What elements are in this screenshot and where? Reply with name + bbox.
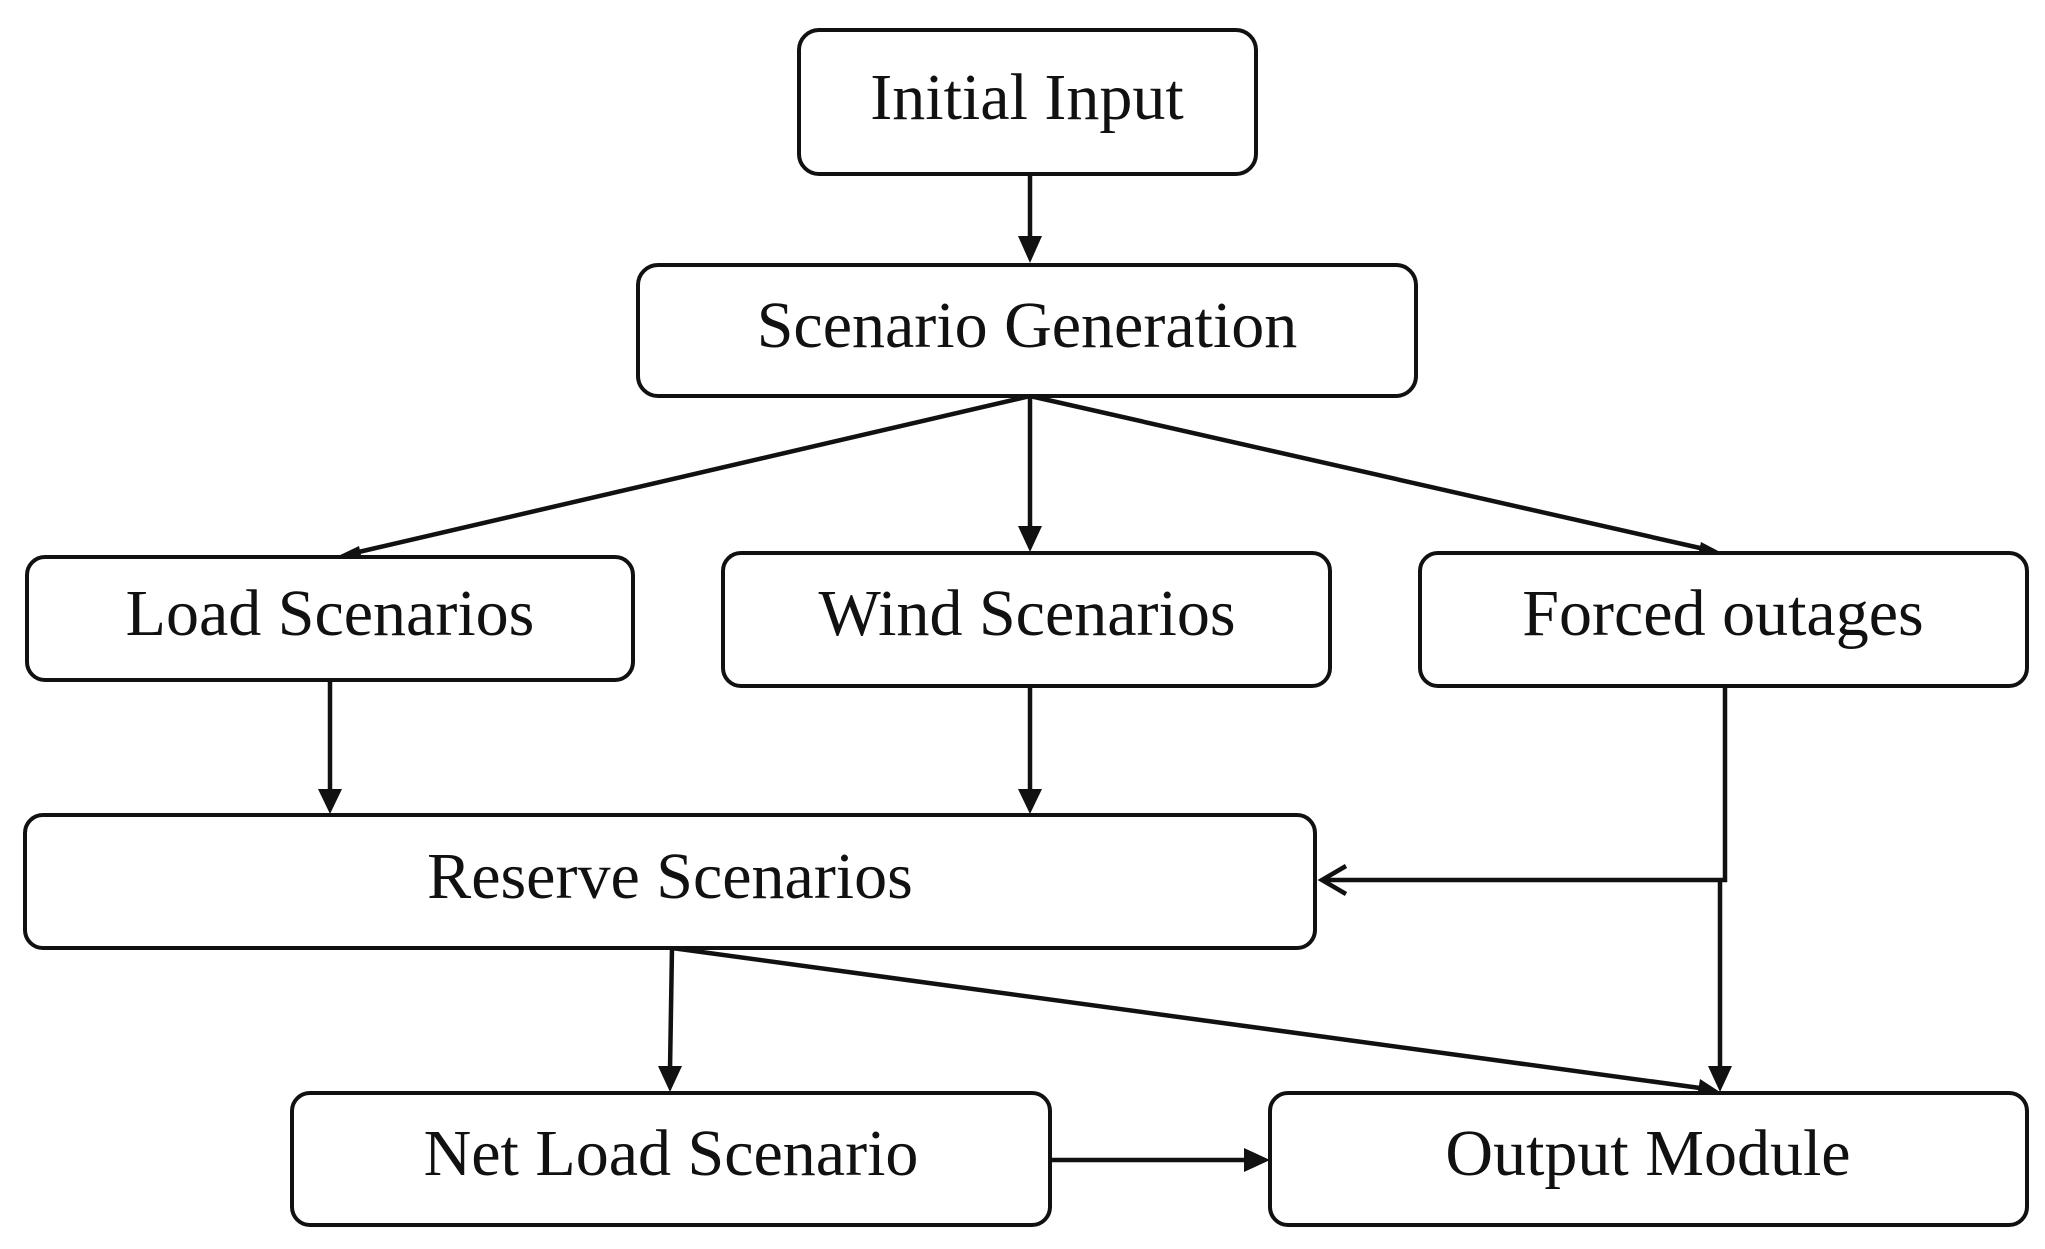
node-label: Net Load Scenario xyxy=(424,1117,919,1190)
arrowhead-reserve-from-load xyxy=(318,789,342,814)
arrowhead-output-from-forced-outages xyxy=(1708,1066,1732,1092)
edge-reserve-to-output xyxy=(671,945,1701,1091)
node-label: Output Module xyxy=(1445,1117,1850,1190)
edge-scenario-generation-to-load xyxy=(349,393,1031,557)
edge-scenario-generation-to-forced-outages xyxy=(1029,393,1701,551)
node-box xyxy=(25,555,635,682)
arrowhead-output-from-net-load xyxy=(1244,1148,1270,1172)
node-box xyxy=(290,1091,1052,1227)
node-box xyxy=(636,263,1418,398)
node-box xyxy=(1268,1091,2029,1227)
node-box xyxy=(1418,551,2029,688)
edges xyxy=(318,174,1732,1172)
node-wind-scenarios: Wind Scenarios xyxy=(721,551,1332,688)
node-box xyxy=(797,28,1258,176)
arrowhead-reserve-from-forced-outages xyxy=(1317,864,1348,896)
node-box xyxy=(721,551,1332,688)
arrowhead-net-load xyxy=(658,1066,682,1092)
arrowhead-scenario-generation xyxy=(1018,236,1042,263)
node-box xyxy=(23,813,1317,950)
node-scenario-generation: Scenario Generation xyxy=(636,263,1418,398)
node-net-load-scenario: Net Load Scenario xyxy=(290,1091,1052,1227)
node-initial-input: Initial Input xyxy=(797,28,1258,176)
node-label: Wind Scenarios xyxy=(818,577,1235,650)
node-label: Initial Input xyxy=(870,61,1183,134)
edge-forced-outages-to-reserve xyxy=(1322,686,1728,883)
node-label: Scenario Generation xyxy=(757,289,1298,362)
node-output-module: Output Module xyxy=(1268,1091,2029,1227)
node-label: Load Scenarios xyxy=(126,577,535,650)
node-label: Forced outages xyxy=(1522,577,1923,650)
node-label: Reserve Scenarios xyxy=(427,840,913,913)
node-forced-outages: Forced outages xyxy=(1418,551,2029,688)
edge-reserve-to-net-load xyxy=(667,947,675,1071)
arrowhead-reserve-from-wind xyxy=(1018,789,1042,814)
arrowhead-wind-scenarios xyxy=(1018,526,1042,552)
node-reserve-scenarios: Reserve Scenarios xyxy=(23,813,1317,950)
node-load-scenarios: Load Scenarios xyxy=(25,555,635,682)
